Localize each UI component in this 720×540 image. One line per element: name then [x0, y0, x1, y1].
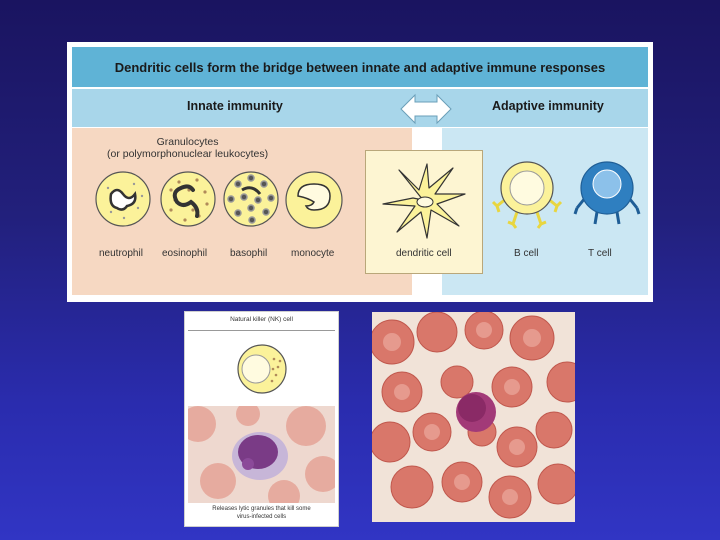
- nk-panel-title: Natural killer (NK) cell: [185, 316, 338, 323]
- basophil-label: basophil: [230, 248, 267, 259]
- nk-caption: Releases lytic granules that kill some v…: [188, 505, 335, 521]
- blood-smear-photo: [372, 312, 575, 522]
- b-cell-label: B cell: [514, 248, 538, 259]
- dendritic-cell: [379, 160, 469, 242]
- b-cell: [489, 154, 565, 232]
- nk-caption-line-1: Releases lytic granules that kill some: [188, 505, 335, 513]
- nk-cell-diagram: [188, 331, 335, 407]
- monocyte-cell: [284, 170, 344, 230]
- granulocytes-subtitle: (or polymorphonuclear leukocytes): [107, 148, 268, 160]
- eosinophil-cell: [159, 170, 217, 228]
- monocyte-label: monocyte: [291, 248, 334, 259]
- basophil-cell: [222, 170, 280, 228]
- granulocytes-label: Granulocytes (or polymorphonuclear leuko…: [107, 136, 268, 160]
- eosinophil-label: eosinophil: [162, 248, 207, 259]
- nk-cell-panel: Natural killer (NK) cell Releases lytic …: [184, 311, 339, 527]
- adaptive-immunity-label: Adaptive immunity: [492, 99, 604, 113]
- dendritic-cell-label: dendritic cell: [396, 248, 452, 259]
- t-cell-label: T cell: [588, 248, 612, 259]
- immune-diagram-panel: Dendritic cells form the bridge between …: [67, 42, 653, 302]
- nk-caption-line-2: virus-infected cells: [188, 513, 335, 521]
- t-cell: [571, 154, 643, 232]
- granulocytes-title: Granulocytes: [107, 136, 268, 148]
- nk-micrograph-image: [188, 406, 335, 503]
- double-arrow-icon: [397, 89, 455, 129]
- innate-immunity-label: Innate immunity: [187, 99, 283, 113]
- nk-diagram-area: [188, 330, 335, 407]
- blood-smear-image: [372, 312, 575, 522]
- neutrophil-label: neutrophil: [99, 248, 143, 259]
- diagram-title: Dendritic cells form the bridge between …: [72, 47, 648, 87]
- nk-micrograph: [188, 406, 335, 503]
- neutrophil-cell: [94, 170, 152, 228]
